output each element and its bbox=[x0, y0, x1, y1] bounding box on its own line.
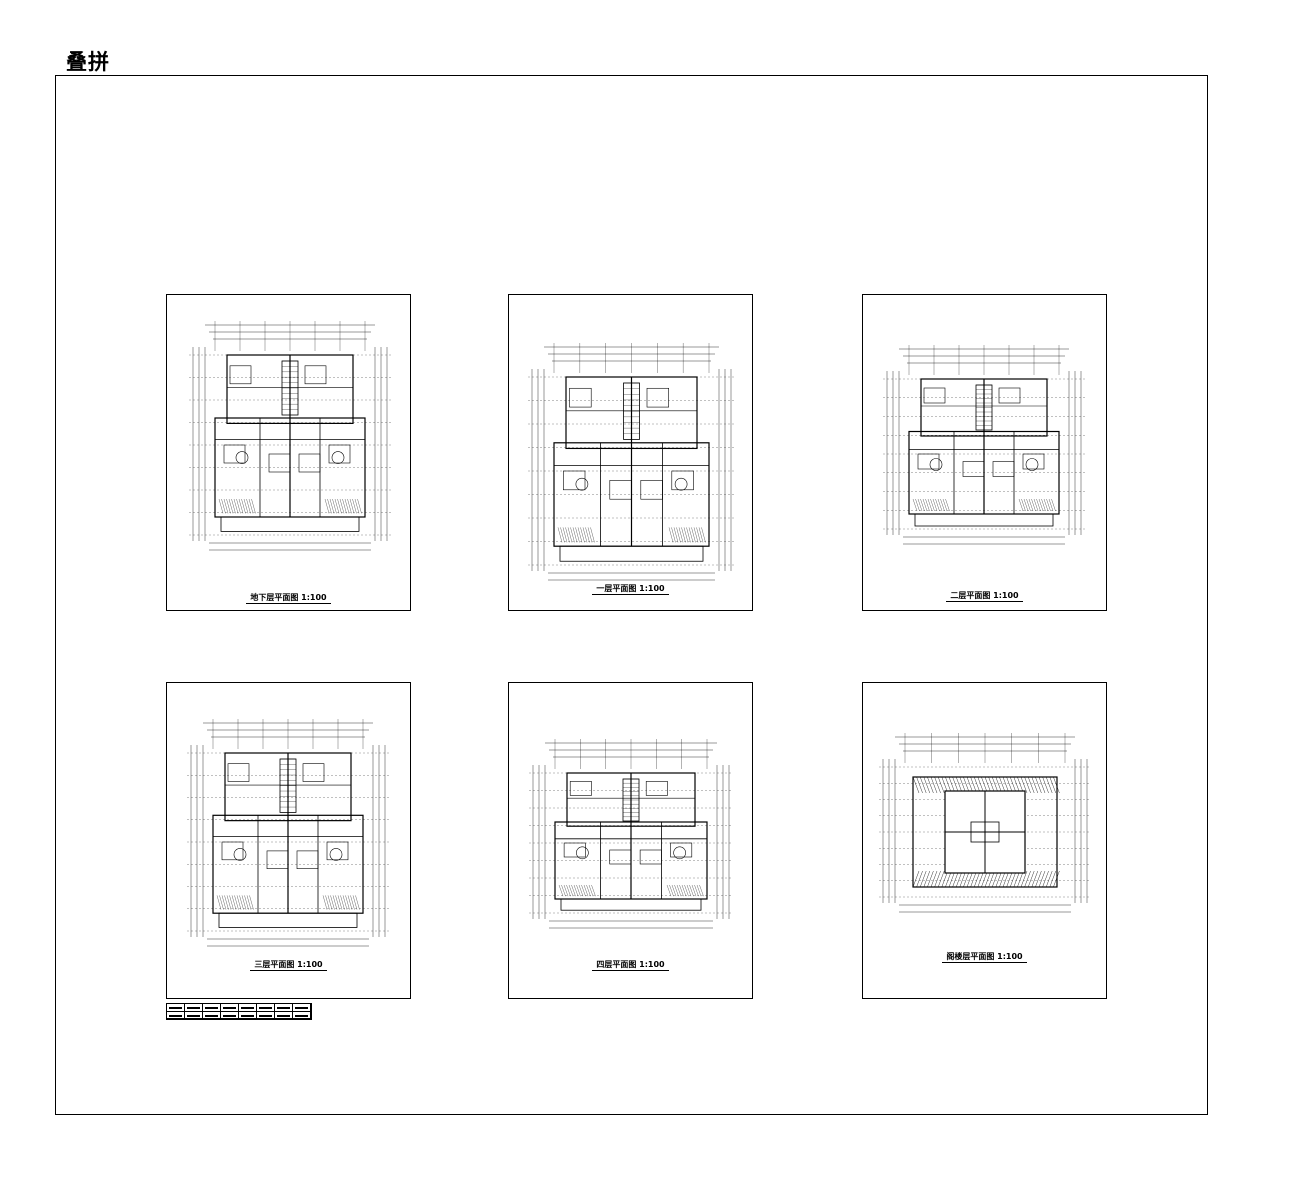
sheet-first-floor-plan[interactable]: 一层平面图 1:100 bbox=[508, 294, 753, 611]
sheet-third-floor-plan[interactable]: 三层平面图 1:100 bbox=[166, 682, 411, 999]
sheet-basement-plan[interactable]: 地下层平面图 1:100 bbox=[166, 294, 411, 611]
floor-plan-drawing bbox=[528, 343, 735, 581]
floor-plan-drawing bbox=[883, 345, 1085, 545]
legend-table bbox=[166, 1003, 312, 1020]
sheet-caption: 四层平面图 1:100 bbox=[509, 959, 752, 971]
page-title: 叠拼 bbox=[66, 50, 110, 74]
sheet-attic-plan[interactable]: 阁楼层平面图 1:100 bbox=[862, 682, 1107, 999]
sheet-caption: 一层平面图 1:100 bbox=[509, 583, 752, 595]
sheet-caption: 阁楼层平面图 1:100 bbox=[863, 951, 1106, 963]
sheet-caption: 地下层平面图 1:100 bbox=[167, 592, 410, 604]
floor-plan-drawing bbox=[189, 321, 391, 551]
sheet-caption: 二层平面图 1:100 bbox=[863, 590, 1106, 602]
sheet-fourth-floor-plan[interactable]: 四层平面图 1:100 bbox=[508, 682, 753, 999]
floor-plan-drawing bbox=[187, 719, 389, 947]
floor-plan-drawing bbox=[879, 733, 1091, 913]
drawing-frame bbox=[55, 75, 1208, 1115]
sheet-second-floor-plan[interactable]: 二层平面图 1:100 bbox=[862, 294, 1107, 611]
floor-plan-drawing bbox=[529, 739, 733, 929]
sheet-caption: 三层平面图 1:100 bbox=[167, 959, 410, 971]
